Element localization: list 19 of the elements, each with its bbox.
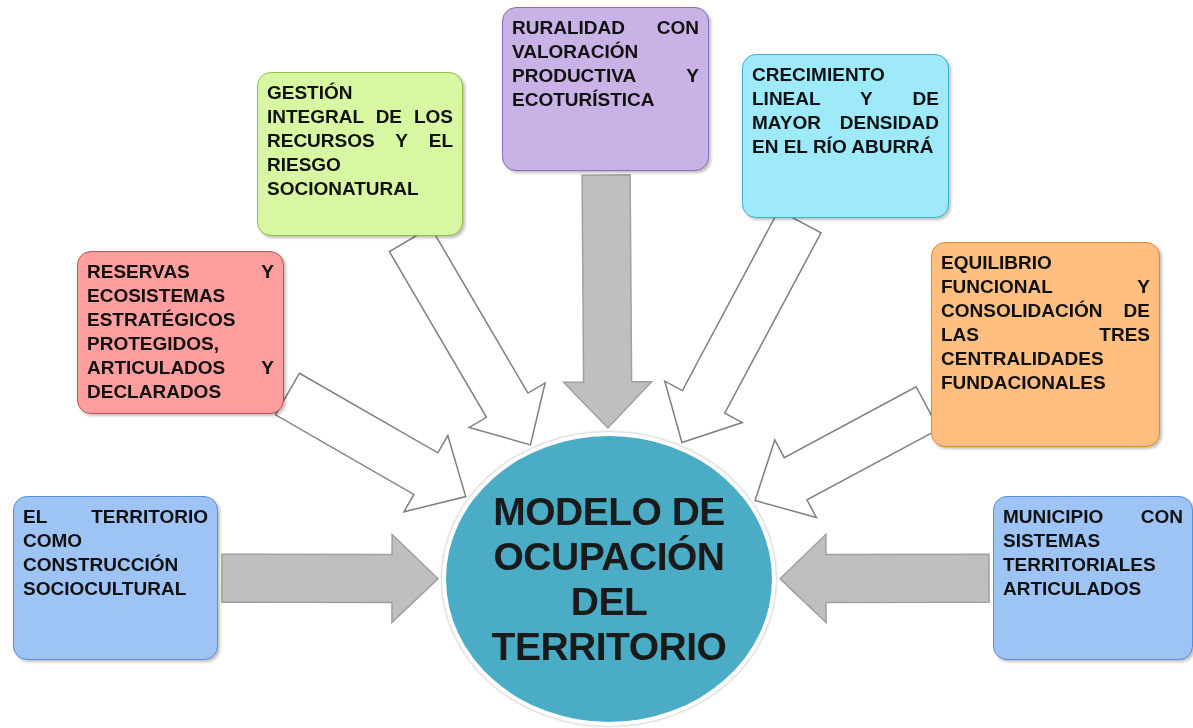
block-arrow (778, 532, 990, 625)
block-arrow (221, 532, 440, 625)
concept-box (13, 496, 218, 660)
concept-box (993, 496, 1193, 660)
box-text: RURALIDAD CON VALORACIÓN PRODUCTIVA Y ECOTURÍSTICA (512, 16, 699, 112)
box-text: RESERVAS Y ECOSISTEMAS ESTRATÉGICOS PROTEGIDOS, ARTICULADOS Y DECLARADOS (87, 260, 274, 404)
box-text: MODELO DE OCUPACIÓN DEL TERRITORIO (490, 489, 728, 669)
block-arrow (561, 174, 654, 430)
box-text: GESTIÓN INTEGRAL DE LOS RECURSOS Y EL RIESGO SOCIONATURAL (267, 81, 453, 201)
box-text: MUNICIPIO CON SISTEMAS TERRITORIALES ARTICULADOS (1003, 505, 1183, 601)
box-text: CRECIMIENTO LINEAL Y DE MAYOR DENSIDAD EN EL RÍO ABURRÁ (752, 63, 939, 159)
concept-box (502, 7, 709, 171)
concept-box (931, 242, 1160, 447)
concept-box (257, 72, 463, 236)
box-text: EL TERRITORIO COMO CONSTRUCCIÓN SOCIOCULTURAL (23, 505, 208, 601)
concept-box (77, 251, 284, 414)
box-text: EQUILIBRIO FUNCIONAL Y CONSOLIDACIÓN DE LAS TRES CENTRALIDADES FUNDACIONALES (941, 251, 1150, 395)
concept-box (742, 54, 949, 218)
block-arrow (274, 372, 467, 513)
